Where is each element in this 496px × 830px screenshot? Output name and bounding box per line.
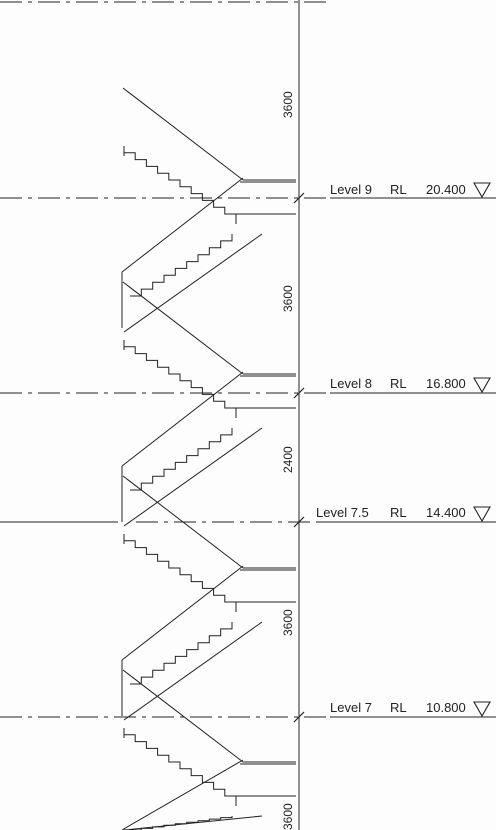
- level-name-9: Level 9: [330, 182, 372, 197]
- level-triangle-icon: [473, 377, 491, 394]
- stair-stringer: [123, 427, 263, 527]
- dimension-label: 3600: [281, 803, 295, 830]
- stair-stringer: [121, 371, 244, 467]
- level-value-7-5: 14.400: [426, 505, 466, 520]
- level-name-8: Level 8: [330, 376, 372, 391]
- stair-steps: [123, 146, 236, 215]
- level-triangle-icon: [473, 506, 491, 523]
- stair-stringer: [121, 177, 244, 273]
- dimension-label: 2400: [281, 446, 295, 473]
- level-rl-9: RL: [390, 182, 407, 197]
- stair-stringer: [121, 759, 244, 830]
- stair-steps: [130, 622, 233, 685]
- stair-flights: [121, 87, 296, 830]
- level-value-7: 10.800: [426, 700, 466, 715]
- stair-stringer: [123, 621, 263, 721]
- stair-steps: [123, 728, 236, 797]
- dimension-label: 3600: [281, 285, 295, 312]
- stair-stringer: [123, 233, 263, 333]
- stair-steps: [130, 234, 233, 297]
- level-triangle-icon: [473, 182, 491, 199]
- stair-stringer: [122, 281, 244, 375]
- stair-stringer: [123, 815, 263, 830]
- level-rl-7-5: RL: [390, 505, 407, 520]
- level-name-7-5: Level 7.5: [316, 505, 369, 520]
- stair-stringer: [122, 87, 244, 181]
- stair-steps: [130, 428, 233, 491]
- level-triangle-icon: [473, 701, 491, 718]
- level-label-underlines: [316, 197, 496, 718]
- dimension-label: 3600: [281, 609, 295, 636]
- level-value-8: 16.800: [426, 376, 466, 391]
- level-name-7: Level 7: [330, 700, 372, 715]
- dimension-ticks: [293, 192, 305, 723]
- stair-stringer: [122, 475, 244, 569]
- stair-steps: [123, 340, 236, 409]
- stair-steps: [130, 816, 233, 830]
- stair-stringer: [121, 565, 244, 661]
- dimension-label: 3600: [281, 91, 295, 118]
- level-rl-8: RL: [390, 376, 407, 391]
- level-rl-7: RL: [390, 700, 407, 715]
- level-marker-icons: [473, 182, 491, 718]
- stair-stringer: [122, 669, 244, 763]
- stair-steps: [123, 534, 236, 603]
- level-value-9: 20.400: [426, 182, 466, 197]
